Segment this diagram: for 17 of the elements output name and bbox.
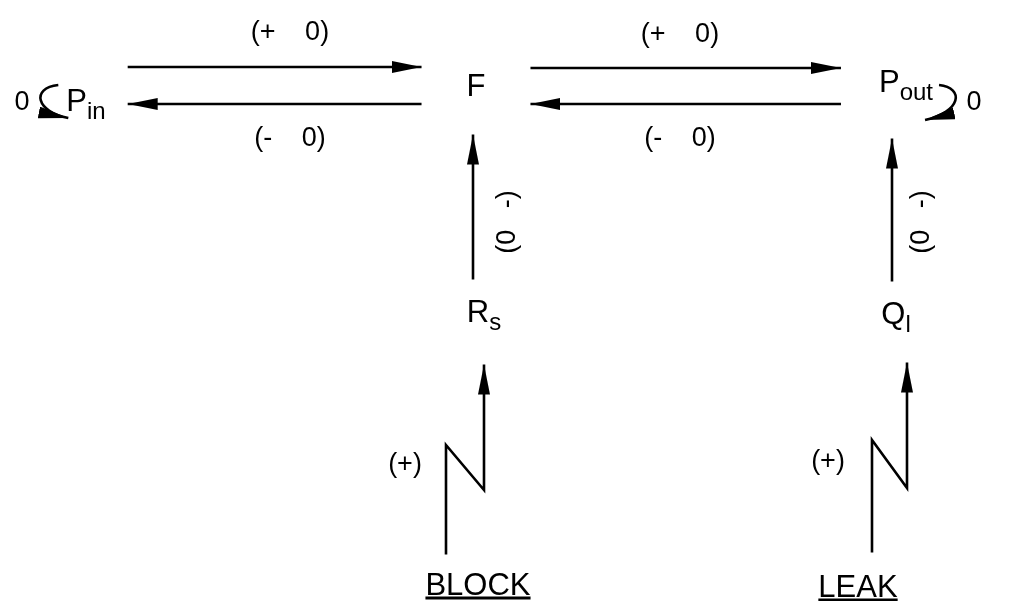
arrow — [886, 138, 898, 282]
arrow — [530, 62, 841, 74]
arrow — [127, 98, 422, 110]
variable-label: F — [421, 65, 531, 135]
zigzag-arrow — [870, 362, 913, 553]
variable-label: BLOCK — [421, 554, 535, 601]
arrow — [127, 61, 422, 73]
self-loop-arrow — [924, 83, 957, 122]
zigzag-arrow — [444, 364, 490, 555]
self-loop-arrow — [37, 83, 69, 120]
arrow — [467, 134, 479, 280]
variable-label: Q$_{l}$ — [873, 281, 919, 363]
variable-label: R$_{s}$ — [458, 279, 510, 365]
variable-label: P$_{in}$ — [56, 80, 128, 120]
variable-label: LEAK — [814, 552, 902, 601]
variable-label: P$_{out}$ — [840, 61, 944, 139]
arrow — [530, 98, 841, 110]
